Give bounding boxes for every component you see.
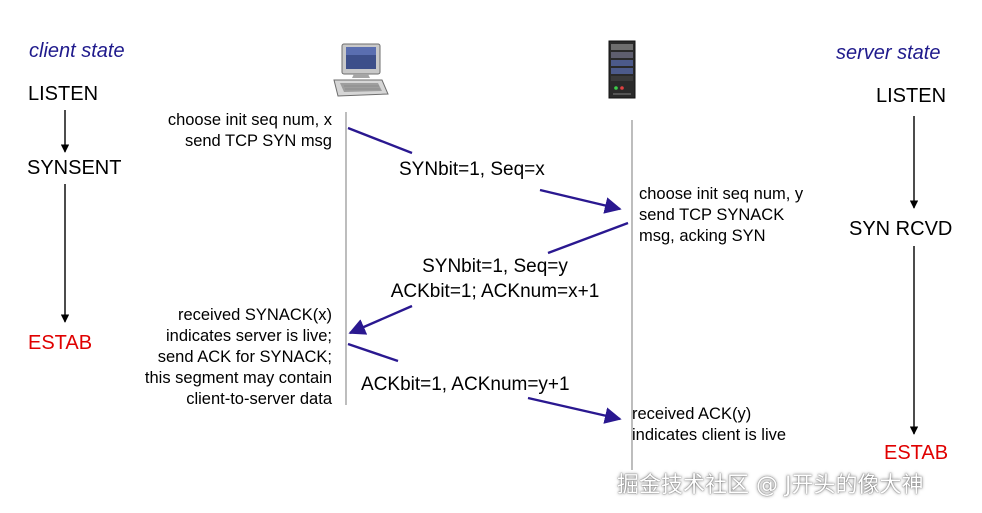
note-line: choose init seq num, y (639, 185, 804, 203)
synack-arrow-head (547, 221, 629, 255)
server-note-synack: choose init seq num, y send TCP SYNACK m… (639, 184, 803, 247)
client-state-title: client state (29, 40, 125, 62)
synack-arrow-tail (348, 304, 413, 335)
client-state-synsent: SYNSENT (27, 157, 122, 179)
client-state-estab: ESTAB (28, 332, 93, 354)
ack-message-label: ACKbit=1, ACKnum=y+1 (361, 374, 570, 395)
note-line: msg, acking SYN (639, 227, 766, 245)
client-note-synack-received: received SYNACK(x) indicates server is l… (145, 305, 332, 410)
synack-message-line: ACKbit=1; ACKnum=x+1 (390, 281, 600, 302)
server-state-estab: ESTAB (884, 442, 949, 464)
note-line: client-to-server data (186, 390, 332, 408)
ack-arrow-tail (527, 396, 622, 424)
note-line: received SYNACK(x) (177, 306, 332, 324)
note-line: this segment may contain (144, 369, 332, 387)
computer-icon (333, 43, 389, 97)
note-line: send TCP SYN msg (184, 132, 332, 150)
syn-arrow-tail (539, 188, 622, 214)
watermark: 掘金技术社区 @ J开头的像大神 (617, 473, 924, 498)
note-line: choose init seq num, x (167, 111, 332, 129)
note-line: send ACK for SYNACK; (157, 348, 332, 366)
syn-arrow (347, 126, 413, 155)
client-note-syn: choose init seq num, x send TCP SYN msg (168, 110, 332, 152)
note-line: send TCP SYNACK (639, 206, 785, 224)
syn-message-label: SYNbit=1, Seq=x (399, 159, 545, 180)
synack-message-line: SYNbit=1, Seq=y (422, 256, 568, 277)
ack-arrow-head (347, 342, 399, 363)
server-state-title: server state (836, 42, 941, 64)
client-state-listen: LISTEN (28, 83, 99, 105)
note-line: received ACK(y) (632, 405, 752, 423)
note-line: indicates server is live; (166, 327, 332, 345)
server-tower-icon (608, 40, 636, 99)
server-state-synrcvd: SYN RCVD (849, 218, 953, 240)
synack-message-label: SYNbit=1, Seq=y ACKbit=1; ACKnum=x+1 (370, 254, 620, 304)
server-note-ack-received: received ACK(y) indicates client is live (632, 404, 786, 446)
server-state-listen: LISTEN (876, 85, 947, 107)
note-line: indicates client is live (632, 426, 787, 444)
